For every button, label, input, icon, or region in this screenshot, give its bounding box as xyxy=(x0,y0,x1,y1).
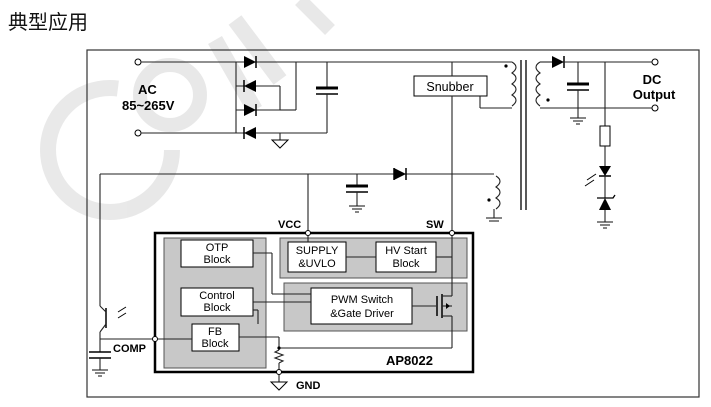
ic-ground-symbol xyxy=(269,375,289,391)
fb-block xyxy=(191,323,240,352)
dc-output-terminal-neg xyxy=(651,104,659,112)
output-label: Output xyxy=(633,87,676,102)
otp-block xyxy=(180,239,254,268)
ac-range-label: 85~265V xyxy=(122,98,175,113)
vcc-pin xyxy=(305,230,311,236)
hv-start-block xyxy=(375,241,437,273)
output-rectifier xyxy=(540,56,652,125)
bulk-capacitor xyxy=(296,61,452,133)
feedback-network xyxy=(584,62,616,229)
vcc-label: VCC xyxy=(278,219,301,231)
schematic-border xyxy=(86,49,700,398)
otp-block-line1: OTP xyxy=(206,242,229,254)
gnd-label: GND xyxy=(296,380,321,392)
ac-input xyxy=(134,58,236,137)
sw-pin xyxy=(449,230,455,236)
otp-block-line2: Block xyxy=(204,254,231,266)
snubber-label: Snubber xyxy=(426,80,473,94)
fb-block-line1: FB xyxy=(208,326,222,338)
control-block-line1: Control xyxy=(199,290,234,302)
pwm-block-line1: PWM Switch xyxy=(331,294,393,306)
vcc-supply-network xyxy=(100,168,502,232)
gnd-pin xyxy=(276,369,282,375)
page-title: 典型应用 xyxy=(8,10,88,34)
fb-block-line2: Block xyxy=(202,338,229,350)
comp-label: COMP xyxy=(113,343,146,355)
internal-wiring xyxy=(158,236,453,369)
supply-block-line1: SUPPLY xyxy=(296,245,339,257)
watermark xyxy=(40,0,335,220)
supply-block-line2: &UVLO xyxy=(298,258,336,270)
snubber-box xyxy=(413,75,488,97)
hv-start-line2: Block xyxy=(393,258,420,270)
ground-symbol xyxy=(270,133,290,149)
ac-label: AC xyxy=(138,82,157,97)
opto-transistor xyxy=(89,174,155,377)
control-block-line2: Block xyxy=(204,302,231,314)
bridge-rectifier xyxy=(235,56,327,139)
comp-pin xyxy=(152,336,158,342)
dc-label: DC xyxy=(643,72,662,87)
hv-start-line1: HV Start xyxy=(385,245,427,257)
transformer xyxy=(487,60,550,210)
dc-output-terminal-pos xyxy=(651,58,659,66)
control-block xyxy=(180,287,254,317)
sw-label: SW xyxy=(426,219,444,231)
pwm-switch-block xyxy=(310,287,413,325)
chip-label: AP8022 xyxy=(386,353,433,368)
pwm-block-line2: &Gate Driver xyxy=(330,308,394,320)
supply-uvlo-block xyxy=(287,241,347,273)
